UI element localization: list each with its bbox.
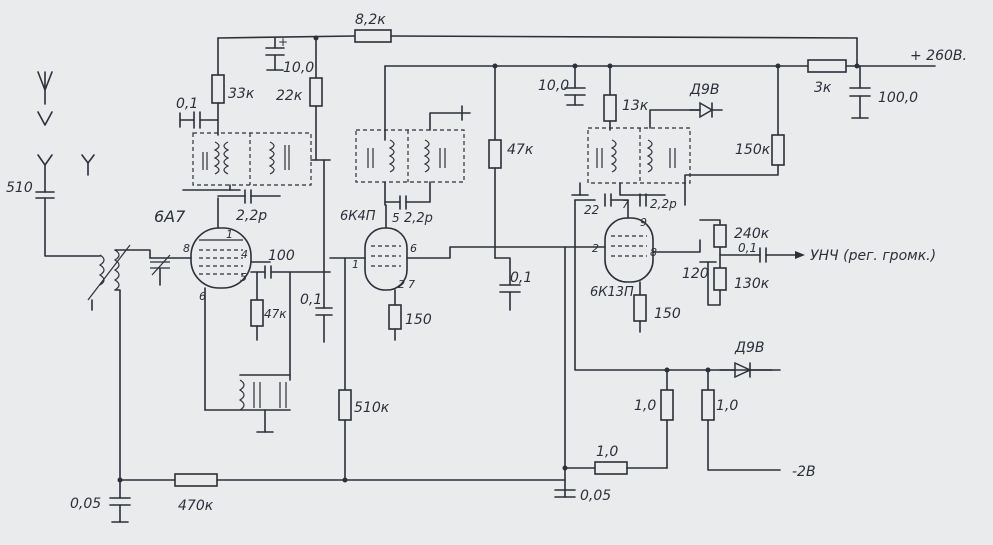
- pin7-b: 7: [408, 278, 415, 291]
- c-005-b-label: 0,05: [580, 488, 611, 504]
- diode-top: [689, 101, 723, 119]
- supply-label: + 260В.: [910, 48, 967, 64]
- pin6-b: 6: [410, 242, 417, 255]
- tube-6a7-label: 6А7: [154, 207, 186, 226]
- if-transformer-1: [182, 132, 331, 191]
- capacitor-100uF: [849, 65, 871, 119]
- c-120-label: 120: [682, 266, 709, 282]
- c-01-b-label: 0,1: [300, 292, 322, 308]
- r-240k-label: 240к: [734, 226, 770, 242]
- pin1-b: 1: [352, 258, 359, 271]
- r-150k-label: 150к: [735, 142, 771, 158]
- tube-6k4p-label: 6К4П: [340, 209, 376, 224]
- r-33k-label: 33к: [228, 86, 255, 102]
- c-01-c-label: 0,1: [510, 270, 532, 286]
- r-22k-label: 22к: [276, 88, 303, 104]
- if-transformer-2: [355, 105, 471, 206]
- capacitor-100p: [250, 265, 331, 279]
- capacitor-2p2-c: [639, 193, 647, 207]
- capacitor-01-a: [179, 111, 219, 129]
- r-10-b-label: 1,0: [716, 398, 738, 414]
- capacitor-01-b: [315, 159, 333, 343]
- supply-rail: [384, 37, 936, 141]
- r-3k-label: 3к: [814, 80, 832, 96]
- c-100-label: 100: [268, 248, 295, 264]
- r-47k-b-label: 47к: [507, 142, 534, 158]
- agc-line-470k: [109, 473, 566, 523]
- r-8k2-label: 8,2к: [355, 12, 386, 28]
- c-10-mid-label: 10,0: [538, 78, 569, 94]
- c-100-right-label: 100,0: [878, 90, 918, 106]
- pin5-a: 5: [240, 271, 247, 284]
- diode-bottom: [719, 361, 773, 379]
- r-150-b-label: 150: [654, 306, 681, 322]
- if-transformer-3: [571, 109, 701, 196]
- resistor-8k2: [354, 29, 392, 43]
- capacitor-10uF-mid: [564, 65, 586, 106]
- antenna-input: [35, 154, 101, 257]
- resistor-33k: [211, 74, 225, 136]
- resistor-150k: [684, 134, 785, 206]
- tube-6a7: [149, 197, 271, 411]
- plus-sign: +: [278, 35, 288, 49]
- pin2-b: 2: [398, 278, 405, 291]
- c-01-a-label: 0,1: [176, 96, 198, 112]
- diode-top-label: Д9В: [689, 82, 719, 98]
- resistor-510k: [338, 257, 352, 483]
- tube-6k13p: [574, 199, 781, 371]
- r-470k-label: 470к: [178, 498, 214, 514]
- output-network: [699, 219, 805, 306]
- r-47k-a-label: 47к: [264, 307, 287, 321]
- pin1-a: 1: [226, 228, 233, 241]
- r-150-a-label: 150: [405, 312, 432, 328]
- diode-bottom-label: Д9В: [734, 340, 764, 356]
- tube-6k13p-label: 6К13П: [590, 285, 634, 300]
- antenna-icon: [37, 71, 53, 126]
- pin8-c: 8: [650, 246, 657, 259]
- bias-label: -2В: [792, 464, 816, 480]
- ant-cap-label: 510: [6, 180, 33, 196]
- output-label: УНЧ (рег. громк.): [810, 248, 936, 264]
- pin2-c: 2: [592, 242, 599, 255]
- c-01-d-label: 0,1: [738, 241, 757, 255]
- pin9-c: 9: [640, 216, 647, 229]
- agc-resistors: [554, 246, 781, 498]
- oscillator-tank: [204, 271, 291, 433]
- pin8-a: 8: [183, 242, 190, 255]
- pin7-c: 7: [622, 198, 629, 211]
- r-10-c-label: 1,0: [596, 444, 618, 460]
- c-10-top-label: 10,0: [283, 60, 314, 76]
- r-130k-label: 130к: [734, 276, 770, 292]
- resistor-3k: [807, 59, 847, 73]
- capacitor-2p2-a: [217, 189, 281, 204]
- capacitor-10uF-top: +: [265, 35, 288, 71]
- capacitor-2p2-b: [384, 181, 431, 210]
- r-10-a-label: 1,0: [634, 398, 656, 414]
- c-22p-c-label: 2,2р: [650, 197, 677, 211]
- capacitor-22: [574, 193, 629, 207]
- pin4-a: 4: [241, 248, 248, 261]
- c-22p-a-label: 2,2р: [236, 208, 267, 224]
- r-13k-label: 13к: [622, 98, 649, 114]
- pin5-b: 5: [392, 211, 400, 225]
- c-22p-b-label: 2,2р: [404, 211, 433, 226]
- input-coil: [87, 244, 171, 481]
- c-22-label: 22: [584, 203, 599, 217]
- resistor-22k: [309, 35, 323, 161]
- r-510k-label: 510к: [354, 400, 390, 416]
- resistor-47k-b: [488, 139, 521, 311]
- c-005-a-label: 0,05: [70, 496, 101, 512]
- resistor-13k: [603, 94, 617, 131]
- tube-6k4p: [329, 204, 576, 341]
- resistor-47k-a: [250, 271, 264, 341]
- top-rail-8k2: [217, 29, 858, 76]
- pin6-a: 6: [199, 290, 206, 303]
